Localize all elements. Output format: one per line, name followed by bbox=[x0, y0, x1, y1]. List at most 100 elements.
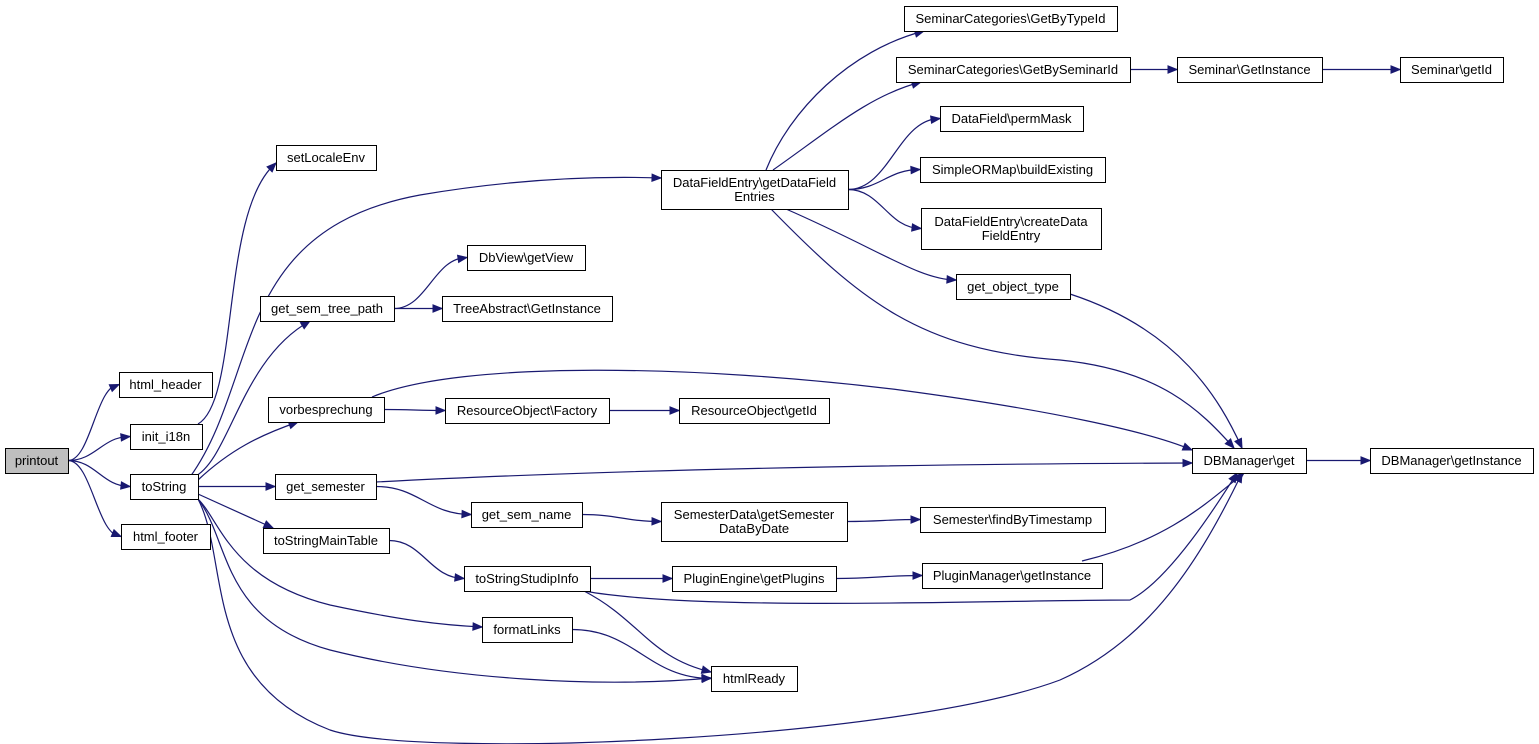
node-dbview-getview[interactable]: DbView\getView bbox=[467, 245, 586, 271]
call-edge bbox=[770, 208, 1235, 449]
arrowhead bbox=[1181, 442, 1194, 451]
node-seminar-getinstance[interactable]: Seminar\GetInstance bbox=[1177, 57, 1323, 83]
node-treeabstract-getinstance[interactable]: TreeAbstract\GetInstance bbox=[442, 296, 613, 322]
node-htmlready[interactable]: htmlReady bbox=[711, 666, 798, 692]
node-box[interactable] bbox=[1370, 448, 1534, 474]
node-datafield-permmask[interactable]: DataField\permMask bbox=[940, 106, 1084, 132]
call-edge bbox=[846, 518, 921, 523]
arrowhead bbox=[1167, 65, 1179, 74]
arrowhead bbox=[110, 528, 123, 538]
node-box[interactable] bbox=[119, 372, 213, 398]
node-tostringstudipinfo[interactable]: toStringStudipInfo bbox=[464, 566, 591, 592]
node-box[interactable] bbox=[661, 502, 848, 542]
arrowhead bbox=[265, 482, 277, 491]
node-tostring[interactable]: toString bbox=[130, 474, 199, 500]
node-label: FieldEntry bbox=[982, 228, 1041, 243]
node-box[interactable] bbox=[276, 145, 377, 171]
node-label: DbView\getView bbox=[479, 250, 574, 265]
node-box[interactable] bbox=[679, 398, 830, 424]
arrowhead bbox=[1182, 458, 1194, 468]
call-edge bbox=[388, 539, 465, 580]
node-seminarcategories-getbytypeid[interactable]: SeminarCategories\GetByTypeId bbox=[904, 6, 1118, 32]
node-label: DataByDate bbox=[719, 521, 789, 536]
node-box[interactable] bbox=[920, 507, 1106, 533]
node-seminarcategories-getbyseminarid[interactable]: SeminarCategories\GetBySeminarId bbox=[896, 57, 1131, 83]
node-get-object-type[interactable]: get_object_type bbox=[956, 274, 1071, 300]
node-dbmanager-getinstance[interactable]: DBManager\getInstance bbox=[1370, 448, 1534, 474]
node-box[interactable] bbox=[672, 566, 837, 592]
node-tostringmaintable[interactable]: toStringMainTable bbox=[263, 528, 390, 554]
node-box[interactable] bbox=[921, 208, 1102, 250]
node-label: PluginEngine\getPlugins bbox=[684, 571, 825, 586]
node-box[interactable] bbox=[940, 106, 1084, 132]
node-box[interactable] bbox=[268, 397, 385, 423]
node-get-sem-tree-path[interactable]: get_sem_tree_path bbox=[260, 296, 395, 322]
node-label: html_footer bbox=[133, 529, 199, 544]
node-box[interactable] bbox=[482, 617, 573, 643]
node-box[interactable] bbox=[661, 170, 849, 210]
call-edge bbox=[393, 256, 468, 310]
node-label: get_semester bbox=[286, 479, 365, 494]
node-html-footer[interactable]: html_footer bbox=[121, 524, 211, 550]
node-label: Entries bbox=[734, 189, 775, 204]
node-box[interactable] bbox=[904, 6, 1118, 32]
node-get-sem-name[interactable]: get_sem_name bbox=[471, 502, 583, 528]
node-label: DataFieldEntry\getDataField bbox=[673, 175, 836, 190]
node-box[interactable] bbox=[1400, 57, 1504, 83]
node-box[interactable] bbox=[711, 666, 798, 692]
node-box[interactable] bbox=[442, 296, 613, 322]
arrowhead bbox=[461, 509, 473, 519]
node-box[interactable] bbox=[263, 528, 390, 554]
node-box[interactable] bbox=[1177, 57, 1323, 83]
node-semester-findbytimestamp[interactable]: Semester\findByTimestamp bbox=[920, 507, 1106, 533]
node-box[interactable] bbox=[121, 524, 211, 550]
node-pluginengine-getplugins[interactable]: PluginEngine\getPlugins bbox=[672, 566, 837, 592]
arrowhead bbox=[120, 481, 132, 490]
node-box[interactable] bbox=[471, 502, 583, 528]
node-init-i18n[interactable]: init_i18n bbox=[130, 424, 203, 450]
node-simpleormap-buildexisting[interactable]: SimpleORMap\buildExisting bbox=[920, 157, 1106, 183]
arrowhead bbox=[435, 406, 447, 415]
node-resourceobject-factory[interactable]: ResourceObject\Factory bbox=[445, 398, 610, 424]
call-edge bbox=[67, 435, 131, 462]
arrowhead bbox=[1360, 456, 1372, 465]
node-box[interactable] bbox=[1192, 448, 1307, 474]
node-pluginmanager-getinstance[interactable]: PluginManager\getInstance bbox=[922, 563, 1103, 589]
call-edge bbox=[197, 493, 274, 529]
node-box[interactable] bbox=[464, 566, 591, 592]
node-label: html_header bbox=[129, 377, 202, 392]
node-label: get_sem_tree_path bbox=[271, 301, 383, 316]
node-setlocaleenv[interactable]: setLocaleEnv bbox=[276, 145, 377, 171]
node-printout[interactable]: printout bbox=[5, 448, 69, 474]
node-box[interactable] bbox=[130, 424, 203, 450]
node-label: get_object_type bbox=[967, 279, 1059, 294]
node-get-semester[interactable]: get_semester bbox=[275, 474, 377, 500]
node-box[interactable] bbox=[467, 245, 586, 271]
node-box[interactable] bbox=[260, 296, 395, 322]
node-box[interactable] bbox=[922, 563, 1103, 589]
node-resourceobject-getid[interactable]: ResourceObject\getId bbox=[679, 398, 830, 424]
node-seminar-getid[interactable]: Seminar\getId bbox=[1400, 57, 1504, 83]
node-box[interactable] bbox=[956, 274, 1071, 300]
node-box[interactable] bbox=[920, 157, 1106, 183]
node-box[interactable] bbox=[5, 448, 69, 474]
node-box[interactable] bbox=[275, 474, 377, 500]
call-edge bbox=[1069, 293, 1243, 449]
node-label: SeminarCategories\GetByTypeId bbox=[915, 11, 1105, 26]
arrowhead bbox=[1224, 438, 1235, 449]
node-box[interactable] bbox=[445, 398, 610, 424]
node-vorbesprechung[interactable]: vorbesprechung bbox=[268, 397, 385, 423]
node-box[interactable] bbox=[896, 57, 1131, 83]
call-edge bbox=[835, 574, 923, 580]
call-edge bbox=[765, 30, 925, 171]
node-label: DBManager\get bbox=[1203, 453, 1294, 468]
node-dbmanager-get[interactable]: DBManager\get bbox=[1192, 448, 1307, 474]
node-formatlinks[interactable]: formatLinks bbox=[482, 617, 573, 643]
node-html-header[interactable]: html_header bbox=[119, 372, 213, 398]
arrowhead bbox=[1234, 437, 1243, 450]
node-box[interactable] bbox=[130, 474, 199, 500]
